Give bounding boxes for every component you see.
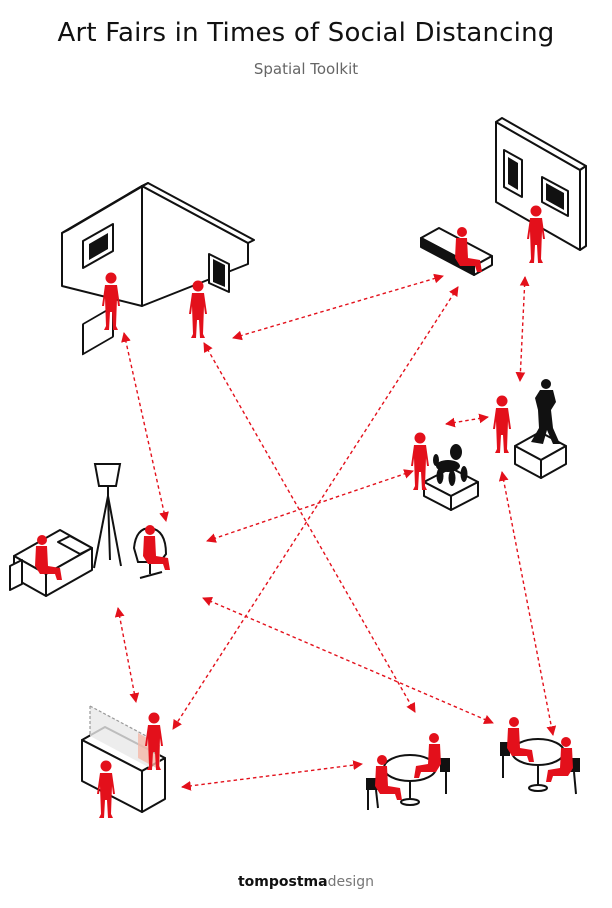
arrow-visitors-sculpture xyxy=(445,413,489,428)
distancing-arrows xyxy=(114,273,557,791)
arrow-bench-counter xyxy=(172,286,459,730)
arrow-wall-statue xyxy=(515,276,530,382)
visitor-figure xyxy=(493,395,511,453)
arrow-sculpture-lounge xyxy=(206,469,414,543)
arrow-lounge-counter xyxy=(114,607,140,703)
arrow-gallery-lounge xyxy=(121,332,169,522)
sofa xyxy=(9,529,93,597)
brand-footer: tompostmadesign xyxy=(0,874,612,890)
arrow-lounge-table xyxy=(202,596,494,725)
statue-icon xyxy=(531,379,560,444)
gallery-wall-right xyxy=(495,117,587,251)
gallery-corner-walls xyxy=(61,182,255,356)
brand-name-bold: tompostma xyxy=(237,874,328,890)
page-subtitle: Spatial Toolkit xyxy=(253,60,359,78)
balloon-dog-icon xyxy=(433,444,468,486)
arrow-statue-table xyxy=(498,471,557,736)
floor-lamp-icon xyxy=(93,463,122,569)
cafe-table xyxy=(383,754,437,806)
arrow-counter-table xyxy=(181,760,363,791)
statue-plinth xyxy=(514,431,567,479)
arrow-gallery-table xyxy=(203,342,416,713)
cafe-chair xyxy=(366,758,450,810)
page-title: Art Fairs in Times of Social Distancing xyxy=(57,18,555,48)
arrow-gallery-bench xyxy=(232,273,444,341)
brand-name-light: design xyxy=(327,874,375,890)
